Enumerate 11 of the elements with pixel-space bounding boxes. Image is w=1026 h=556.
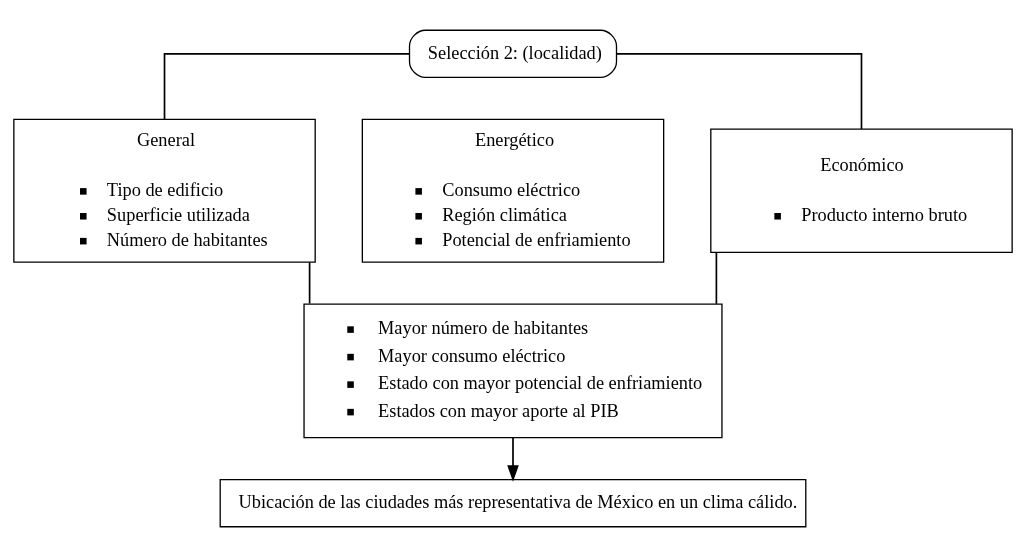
node-box: Económico Producto interno bruto: [710, 128, 1013, 253]
connector: [715, 251, 718, 305]
node-box: General Tipo de edificio Superficie utilizada Número de habitantes: [13, 118, 316, 263]
node-box: Selección 2: (localidad): [408, 29, 618, 78]
node-box: Ubicación de las ciudades más representativa de México en un clima cálido.: [219, 478, 807, 527]
connector: [163, 52, 411, 120]
arrow: [507, 436, 519, 482]
connector: [615, 52, 863, 130]
node-box: Mayor número de habitantes Mayor consumo eléctrico Estado con mayor potencial de enfriamiento Estados con mayor aporte al PIB: [303, 302, 723, 438]
node-box: Energético Consumo eléctrico Región climática Potencial de enfriamiento: [361, 118, 665, 263]
connector: [308, 261, 311, 304]
